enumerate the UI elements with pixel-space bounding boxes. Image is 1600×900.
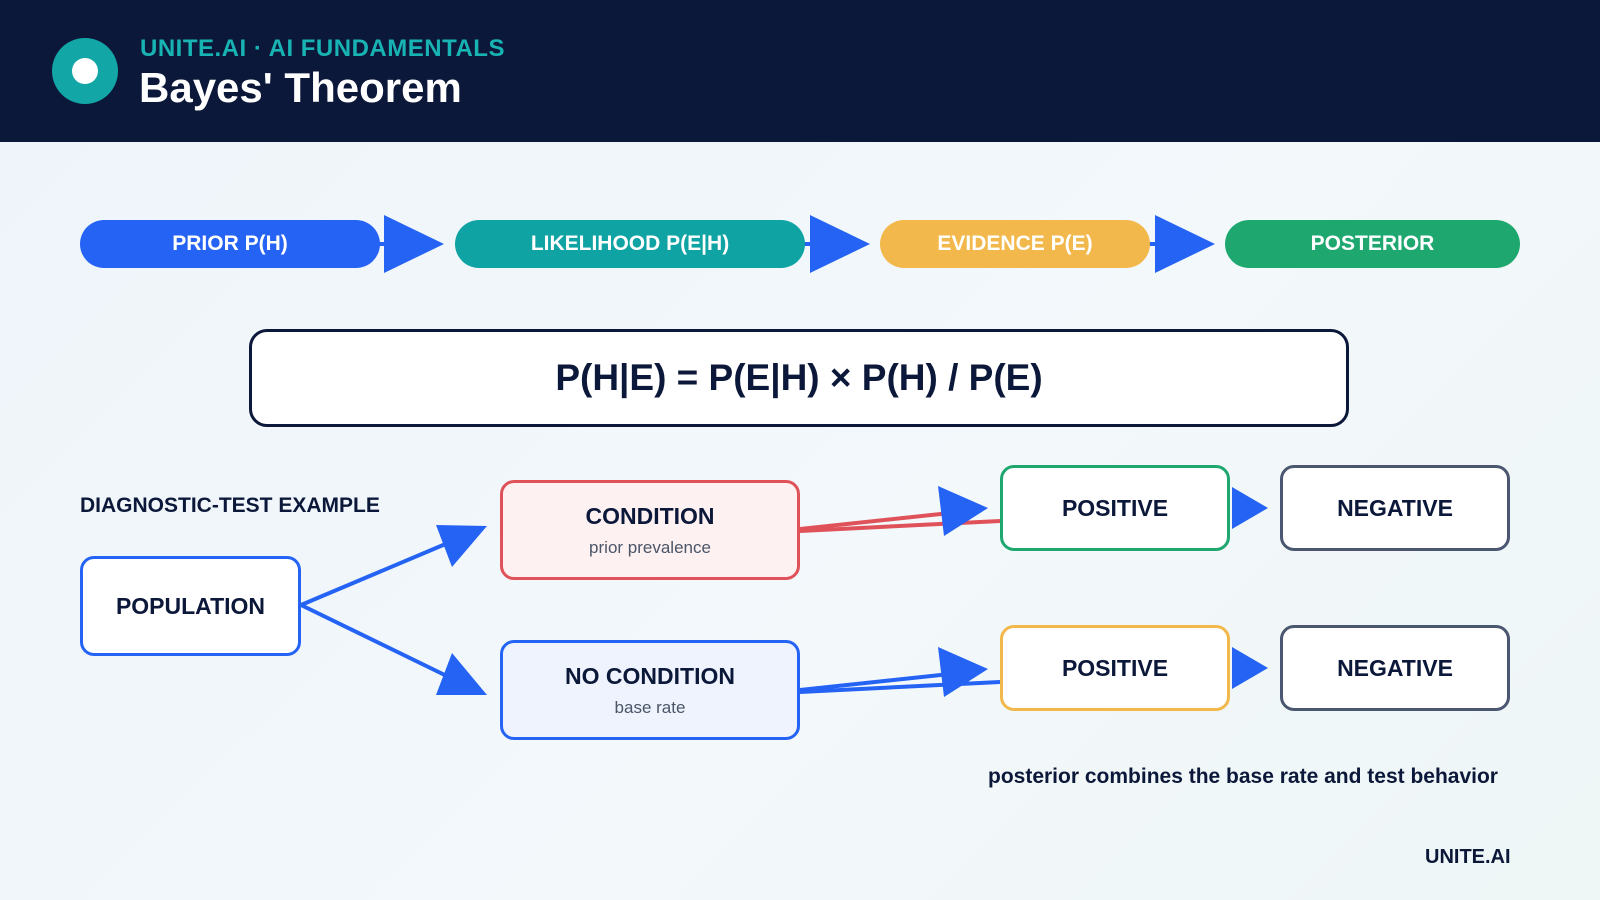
node-positive-top-label: POSITIVE [1061, 494, 1169, 521]
circle-ring-icon [52, 38, 118, 104]
arrow-population-to-no-condition [300, 603, 487, 695]
footer-brand: UNITE.AI [1425, 846, 1511, 868]
arrow-positive-to-negative-top [1232, 487, 1268, 529]
pipeline-arrow-3 [1148, 215, 1215, 273]
node-population: POPULATION [80, 556, 301, 656]
node-negative-top: NEGATIVE [1280, 465, 1510, 551]
pill-likelihood: LIKELIHOOD P(E|H) [455, 220, 805, 268]
pipeline-arrow-2 [803, 215, 870, 273]
pill-prior: PRIOR P(H) [80, 220, 380, 268]
node-no-condition-label: NO CONDITION [565, 662, 735, 689]
node-no-condition: NO CONDITION base rate [500, 640, 800, 740]
node-negative-bottom-label: NEGATIVE [1337, 654, 1453, 681]
node-negative-bottom: NEGATIVE [1280, 625, 1510, 711]
arrow-population-to-condition [300, 525, 487, 607]
node-population-label: POPULATION [115, 592, 266, 619]
arrow-positive-to-negative-bottom [1232, 647, 1268, 689]
pill-evidence: EVIDENCE P(E) [880, 220, 1150, 268]
pipeline-arrow-1 [378, 215, 444, 273]
section-label: DIAGNOSTIC-TEST EXAMPLE [80, 494, 380, 517]
arrow-condition-to-positive [799, 486, 1001, 536]
node-condition-label: CONDITION [585, 502, 715, 529]
header-kicker: UNITE.AI · AI FUNDAMENTALS [140, 35, 505, 62]
node-positive-bottom-label: POSITIVE [1061, 654, 1169, 681]
pill-posterior: POSTERIOR [1225, 220, 1520, 268]
node-negative-top-label: NEGATIVE [1337, 494, 1453, 521]
page-title: Bayes' Theorem [139, 64, 462, 111]
arrow-no-condition-to-positive [799, 647, 1001, 697]
logo-center-dot [72, 58, 98, 84]
node-condition-sublabel: prior prevalence [589, 537, 711, 557]
bayes-formula: P(H|E) = P(E|H) × P(H) / P(E) [249, 329, 1349, 427]
node-condition: CONDITION prior prevalence [500, 480, 800, 580]
header-bar: UNITE.AI · AI FUNDAMENTALS Bayes' Theore… [0, 0, 1600, 142]
node-positive-top: POSITIVE [1000, 465, 1230, 551]
node-positive-bottom: POSITIVE [1000, 625, 1230, 711]
node-no-condition-sublabel: base rate [614, 697, 686, 717]
diagram-caption: posterior combines the base rate and tes… [988, 765, 1498, 788]
